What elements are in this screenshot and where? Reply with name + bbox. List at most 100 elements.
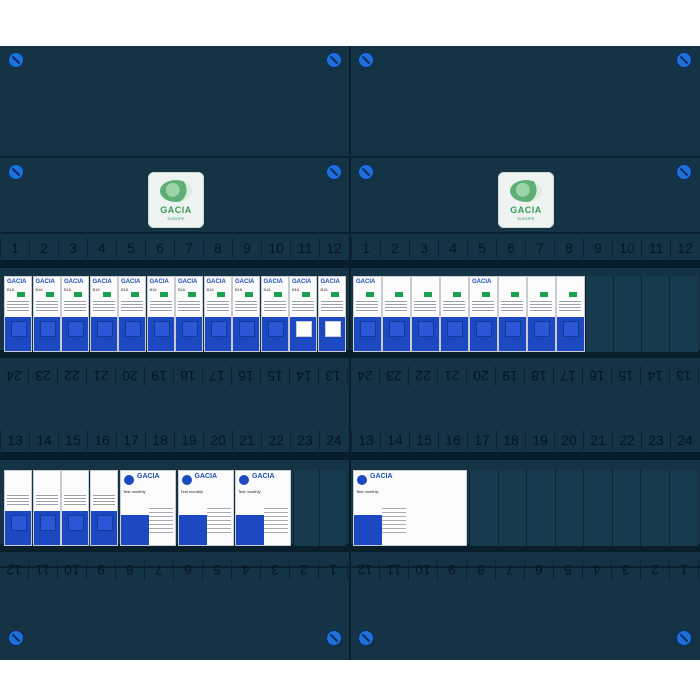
rcd-brand: GACIA: [370, 473, 393, 480]
circuit-breaker-pole[interactable]: [440, 276, 469, 352]
status-indicator: [424, 292, 432, 297]
main-switch-pole[interactable]: [32, 470, 61, 546]
panel-divider: [0, 156, 700, 158]
status-indicator: [395, 292, 403, 297]
module-number: 11: [29, 560, 58, 580]
circuit-breaker-pole[interactable]: GACIA: [353, 276, 382, 352]
status-indicator: [540, 292, 548, 297]
rcd-brand: GACIA: [252, 473, 275, 480]
test-button-icon[interactable]: [181, 475, 192, 485]
breaker-toggle[interactable]: [418, 321, 434, 337]
breaker-toggle[interactable]: [239, 321, 255, 337]
status-indicator: [302, 292, 310, 297]
breaker-spec-lines: [35, 493, 58, 507]
breaker-toggle[interactable]: [296, 321, 312, 337]
test-button-icon[interactable]: [357, 475, 367, 485]
residual-current-device[interactable]: GACIA Test monthly: [353, 470, 467, 546]
breaker-brand: GACIA: [178, 279, 198, 285]
module-number: 2: [290, 560, 319, 580]
breaker-rating: B16: [292, 287, 300, 292]
main-switch-pole[interactable]: [61, 470, 89, 546]
breaker-toggle[interactable]: [11, 515, 27, 531]
module-number: 20: [554, 430, 583, 450]
test-button-icon[interactable]: [124, 475, 134, 485]
module-number: 13: [0, 430, 29, 450]
breaker-toggle[interactable]: [360, 321, 376, 337]
din-rail: [0, 452, 700, 460]
screw-icon: [8, 52, 24, 68]
breaker-rating: B16: [235, 287, 243, 292]
breaker-toggle[interactable]: [534, 321, 550, 337]
breaker-toggle[interactable]: [389, 321, 405, 337]
circuit-breaker-pole[interactable]: [498, 276, 527, 352]
breaker-toggle[interactable]: [324, 321, 341, 337]
breaker-toggle[interactable]: [39, 515, 56, 531]
screw-icon: [326, 630, 342, 646]
module-number: 5: [203, 560, 232, 580]
breaker-toggle[interactable]: [68, 321, 84, 337]
circuit-breaker-pole[interactable]: [411, 276, 440, 352]
rcd-test-label: Test monthly: [356, 489, 379, 494]
breaker-toggle[interactable]: [96, 515, 113, 531]
breaker-spec-lines: [235, 299, 257, 313]
breaker-toggle[interactable]: [505, 321, 521, 337]
module-number: 6: [496, 238, 525, 258]
breaker-toggle[interactable]: [267, 321, 284, 337]
blank-module-cover: [554, 470, 584, 546]
module-number: 21: [438, 366, 467, 386]
module-number: 12: [351, 560, 380, 580]
status-indicator: [45, 292, 54, 297]
module-number: 5: [116, 238, 145, 258]
breaker-toggle[interactable]: [210, 321, 227, 337]
status-indicator: [511, 292, 519, 297]
module-number: 4: [438, 238, 467, 258]
main-switch-pole[interactable]: [4, 470, 32, 546]
module-number: 3: [58, 238, 87, 258]
breaker-brand: GACIA: [35, 279, 55, 285]
module-number: 4: [583, 560, 612, 580]
breaker-rating: B16: [263, 287, 271, 292]
breaker-toggle[interactable]: [96, 321, 113, 337]
breaker-brand: GACIA: [292, 279, 312, 285]
module-number: 6: [525, 560, 554, 580]
breaker-toggle[interactable]: [153, 321, 170, 337]
breaker-toggle[interactable]: [39, 321, 56, 337]
breaker-spec-lines: [356, 299, 378, 313]
circuit-breaker-pole[interactable]: GACIA: [469, 276, 498, 352]
breaker-toggle[interactable]: [182, 321, 198, 337]
circuit-breaker-pole[interactable]: [382, 276, 411, 352]
module-number: 23: [641, 430, 670, 450]
module-number: 20: [467, 366, 496, 386]
test-button-icon[interactable]: [239, 475, 249, 485]
breaker-toggle[interactable]: [125, 321, 141, 337]
circuit-breaker-pole[interactable]: [556, 276, 585, 352]
breaker-toggle[interactable]: [11, 321, 27, 337]
breaker-spec-lines: [121, 299, 143, 313]
circuit-breaker[interactable]: GACIA B16: [289, 276, 317, 352]
module-number: 1: [0, 238, 29, 258]
circuit-breaker-pole[interactable]: [527, 276, 556, 352]
breaker-toggle[interactable]: [476, 321, 492, 337]
breaker-spec-lines: [92, 299, 115, 313]
breaker-toggle[interactable]: [68, 515, 84, 531]
breaker-toggle[interactable]: [563, 321, 579, 337]
breaker-toggle[interactable]: [447, 321, 463, 337]
screw-icon: [8, 630, 24, 646]
module-number: 16: [232, 366, 261, 386]
main-switch-pole[interactable]: [89, 470, 118, 546]
